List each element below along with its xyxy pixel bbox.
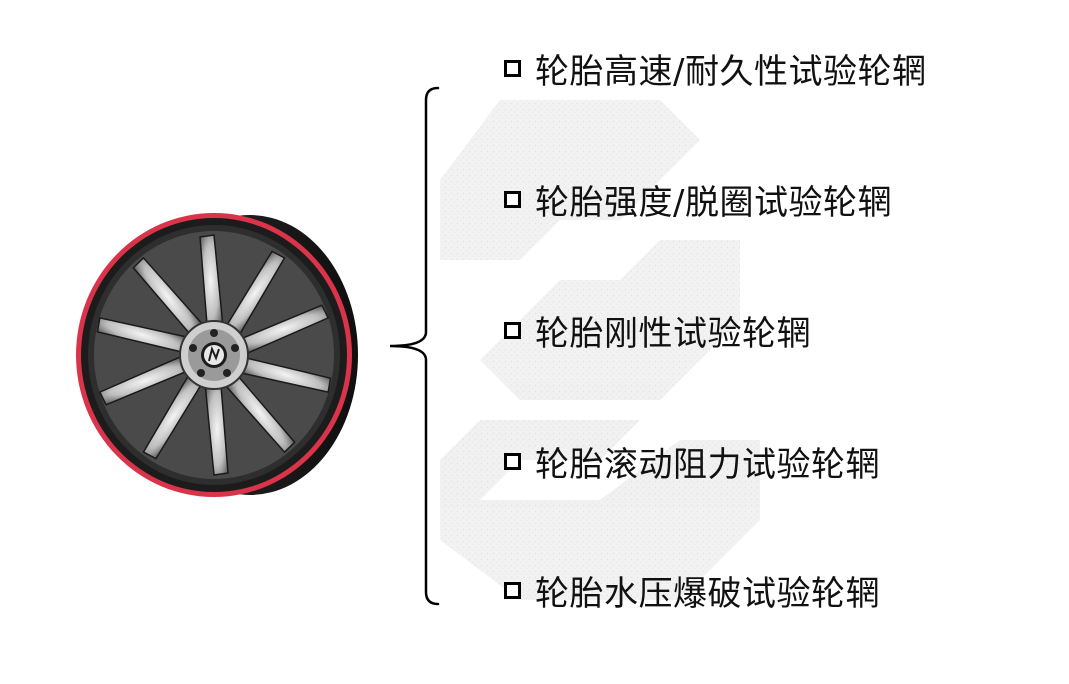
item-label: 轮胎高速/耐久性试验轮辋 <box>535 52 927 92</box>
list-item: 轮胎强度/脱圈试验轮辋 <box>504 175 892 224</box>
curly-bracket <box>389 86 440 606</box>
item-label: 轮胎水压爆破试验轮辋 <box>535 574 880 614</box>
item-label: 轮胎滚动阻力试验轮辋 <box>535 445 880 485</box>
square-bullet-icon <box>504 60 521 77</box>
list-item: 轮胎刚性试验轮辋 <box>504 306 811 355</box>
item-label: 轮胎强度/脱圈试验轮辋 <box>535 183 892 223</box>
square-bullet-icon <box>504 582 521 599</box>
square-bullet-icon <box>504 453 521 470</box>
alloy-wheel-image <box>76 213 358 497</box>
square-bullet-icon <box>504 322 521 339</box>
list-item: 轮胎滚动阻力试验轮辋 <box>504 437 880 486</box>
square-bullet-icon <box>504 191 521 208</box>
item-label: 轮胎刚性试验轮辋 <box>535 314 811 354</box>
list-item: 轮胎高速/耐久性试验轮辋 <box>504 44 926 93</box>
list-item: 轮胎水压爆破试验轮辋 <box>504 566 880 615</box>
